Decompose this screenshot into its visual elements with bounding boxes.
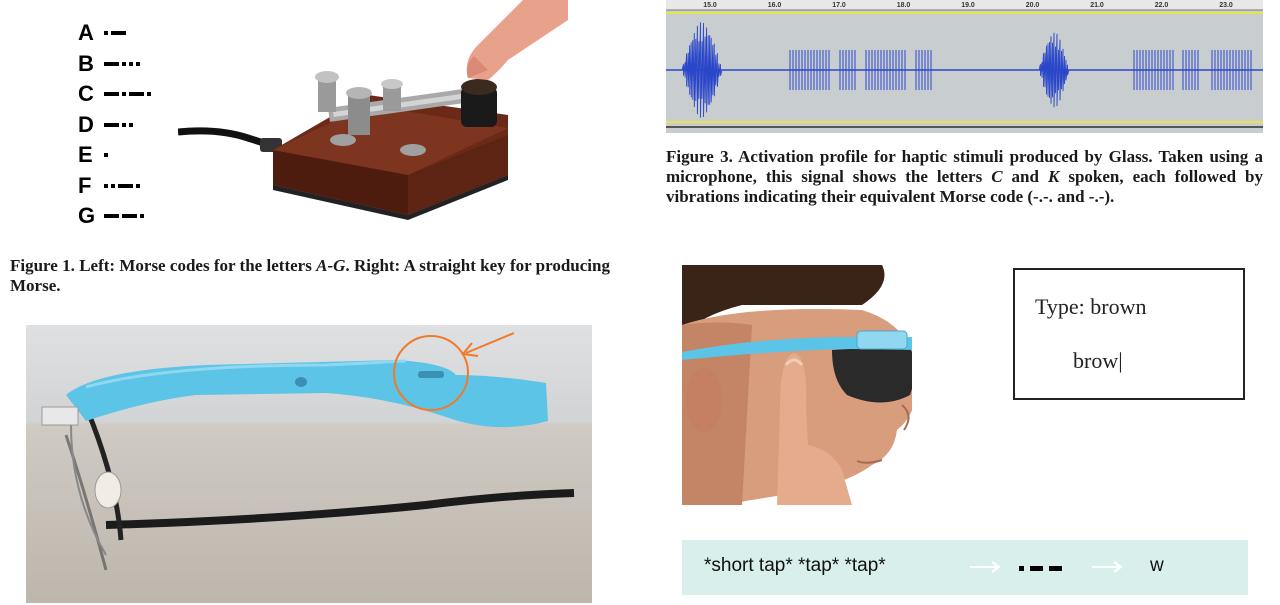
straight-key-photo <box>178 0 568 225</box>
figure-1-caption: Figure 1. Left: Morse codes for the lett… <box>10 256 610 296</box>
morse-dot <box>122 123 126 127</box>
morse-code-list: ABCDEFG <box>78 18 188 232</box>
morse-dash <box>111 31 126 35</box>
time-tick-label: 23.0 <box>1219 2 1233 9</box>
morse-dot <box>136 62 140 66</box>
morse-row-a: A <box>78 18 188 49</box>
time-tick-label: 22.0 <box>1155 2 1169 9</box>
morse-dash <box>118 184 133 188</box>
figure-3-caption: Figure 3. Activation profile for haptic … <box>666 147 1263 207</box>
tap-to-letter-strip: *short tap* *tap* *tap* w <box>682 540 1248 595</box>
morse-dot <box>122 92 126 96</box>
morse-dash <box>122 214 137 218</box>
morse-row-c: C <box>78 79 188 110</box>
morse-dash <box>104 214 119 218</box>
morse-dash <box>1049 566 1062 571</box>
morse-dot <box>129 123 133 127</box>
time-tick-label: 18.0 <box>897 2 911 9</box>
time-tick-label: 16.0 <box>768 2 782 9</box>
morse-code-symbols <box>104 62 140 66</box>
decoded-letter: w <box>1150 555 1164 577</box>
audio-waveform: 15.0 16.0 17.0 18.0 19.0 20.0 21.0 22.0 23.0 <box>666 0 1263 133</box>
morse-dash <box>104 123 119 127</box>
morse-code-symbols <box>104 31 126 35</box>
typed-entry-text: brow| <box>1073 348 1123 374</box>
time-tick-label: 15.0 <box>703 2 717 9</box>
morse-dot <box>104 184 108 188</box>
google-glass-photo <box>26 325 592 603</box>
morse-code-symbols <box>104 92 151 96</box>
morse-dot <box>104 31 108 35</box>
arrow-right-icon <box>968 559 1004 575</box>
morse-letter: G <box>78 203 102 229</box>
morse-dot <box>122 62 126 66</box>
morse-dot <box>1019 566 1024 571</box>
time-tick-label: 17.0 <box>832 2 846 9</box>
morse-dot <box>147 92 151 96</box>
tap-morse-code <box>1019 566 1062 571</box>
time-tick-label: 19.0 <box>961 2 975 9</box>
tap-gesture-text: *short tap* *tap* *tap* <box>704 555 886 577</box>
morse-letter: C <box>78 81 102 107</box>
morse-letter: D <box>78 112 102 138</box>
type-target-text: Type: brown <box>1035 294 1147 320</box>
morse-dot <box>140 214 144 218</box>
morse-dot <box>129 62 133 66</box>
typing-display-box: Type: brown brow| <box>1013 268 1245 400</box>
glass-wearer-photo <box>682 265 912 505</box>
morse-code-symbols <box>104 214 144 218</box>
morse-dot <box>136 184 140 188</box>
morse-row-f: F <box>78 171 188 202</box>
morse-letter: A <box>78 20 102 46</box>
morse-dash <box>1030 566 1043 571</box>
morse-dash <box>104 62 119 66</box>
morse-row-g: G <box>78 201 188 232</box>
arrow-right-icon <box>1090 559 1126 575</box>
morse-dot <box>104 153 108 157</box>
morse-letter: E <box>78 142 102 168</box>
morse-code-symbols <box>104 123 133 127</box>
morse-dot <box>111 184 115 188</box>
morse-letter: F <box>78 173 102 199</box>
morse-dash <box>104 92 119 96</box>
morse-row-e: E <box>78 140 188 171</box>
morse-letter: B <box>78 51 102 77</box>
morse-row-d: D <box>78 110 188 141</box>
time-tick-label: 21.0 <box>1090 2 1104 9</box>
morse-dash <box>129 92 144 96</box>
morse-code-symbols <box>104 184 140 188</box>
morse-code-symbols <box>104 153 108 157</box>
time-tick-label: 20.0 <box>1026 2 1040 9</box>
morse-row-b: B <box>78 49 188 80</box>
